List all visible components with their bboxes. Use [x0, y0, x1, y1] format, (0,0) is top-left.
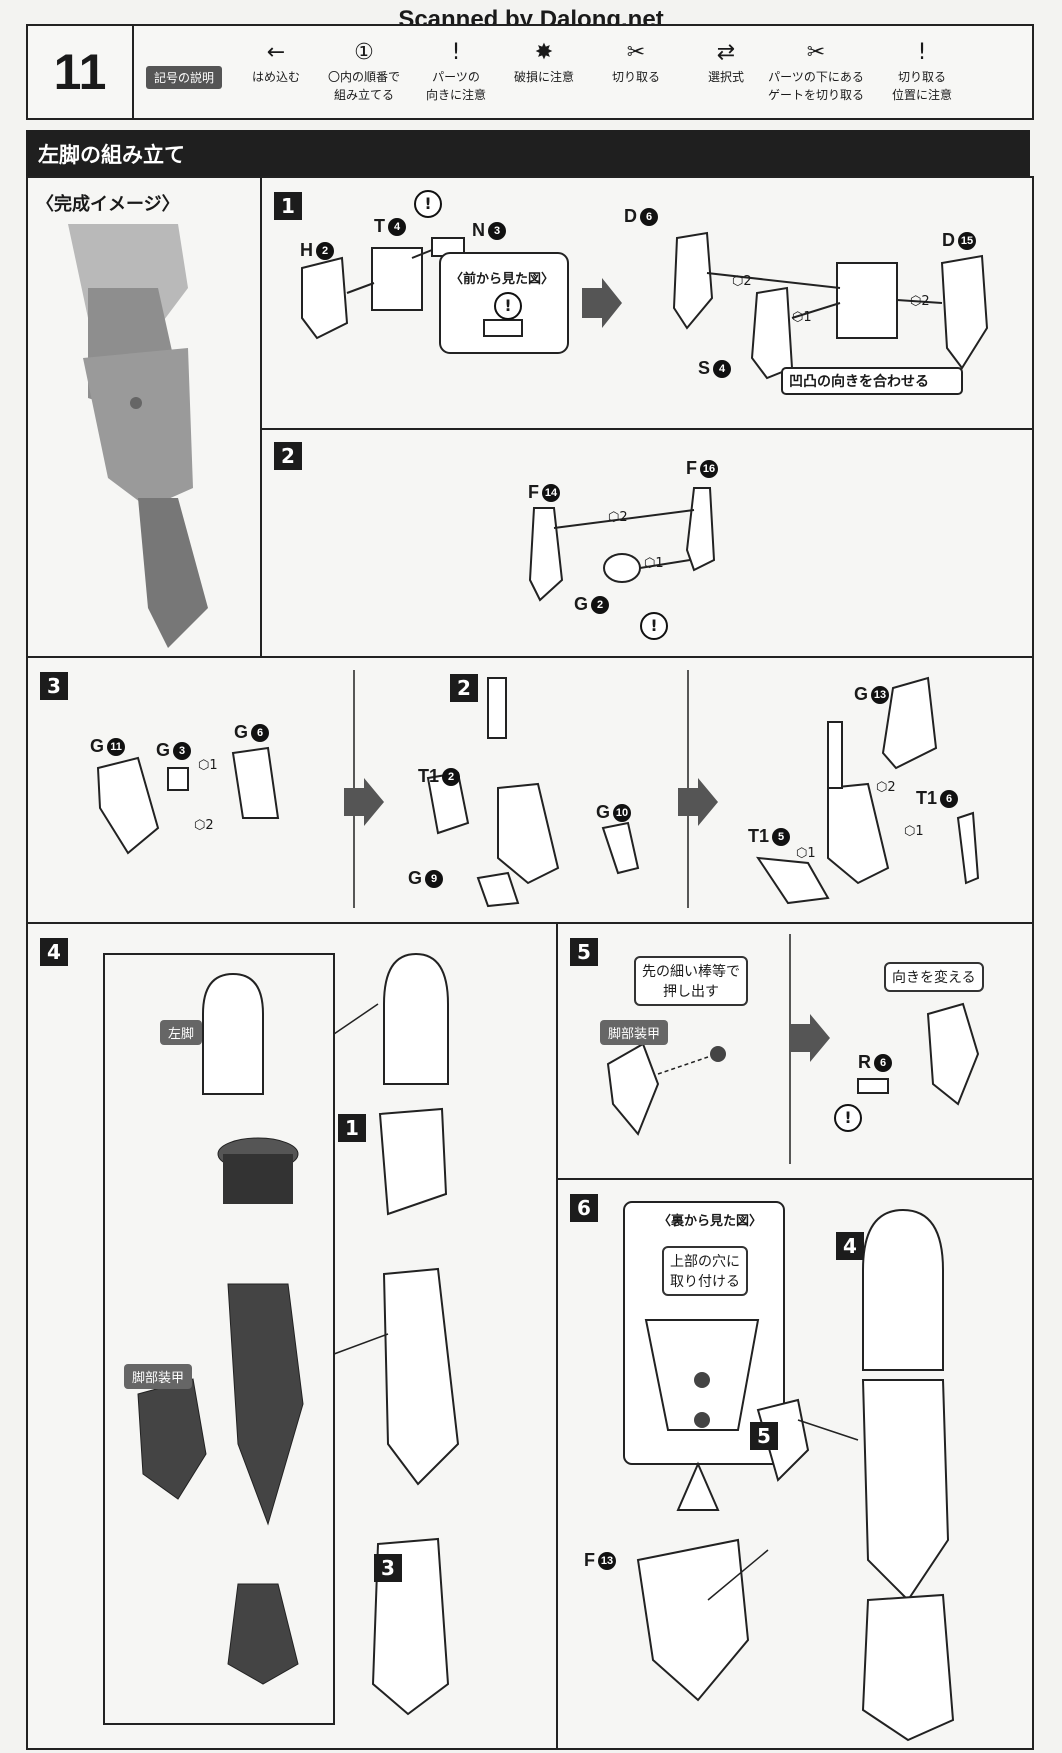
leg-armor-chip: 脚部装甲	[124, 1364, 193, 1389]
leg-armor-chip: 脚部装甲	[600, 1020, 669, 1045]
legend-symbol-cut-icon: ✂ 切り取る	[588, 38, 684, 86]
cut-icon: ✂	[626, 40, 646, 65]
subassembly-ref: 2	[450, 674, 478, 702]
completed-leg-illustration	[68, 224, 208, 648]
alignment-note: 凹凸の向きを合わせる	[789, 374, 929, 390]
insert-arrow-icon: ←	[266, 40, 286, 65]
step-6-diagram	[623, 1201, 955, 1742]
direction-caution-icon: !	[414, 190, 442, 218]
order-marker: ⬡1	[644, 556, 664, 571]
legend-symbol-selection-icon: ⇄ 選択式	[678, 38, 774, 86]
order-marker: ⬡2	[876, 780, 896, 795]
order-marker: ⬡2	[910, 294, 930, 309]
direction-caution-icon: !	[451, 40, 461, 65]
change-direction-note: 向きを変える	[884, 962, 984, 992]
section-title: 左脚の組み立て	[38, 143, 185, 167]
step-5-number: 5	[570, 938, 598, 966]
direction-caution-icon: !	[640, 612, 668, 640]
push-out-tip: 先の細い棒等で 押し出す	[634, 956, 748, 1006]
back-view-label: 〈裏から見た図〉	[658, 1214, 763, 1229]
front-view-label: 〈前から見た図〉	[450, 272, 555, 287]
legend-symbol-label: はめ込む	[251, 70, 300, 84]
legend-symbol-damage-caution-icon: ✸ 破損に注意	[496, 38, 592, 86]
cut-position-icon: !	[917, 40, 927, 65]
legend-symbol-label: パーツの 向きに注意	[425, 70, 486, 102]
legend-symbol-label: 選択式	[707, 70, 744, 84]
order-marker: ⬡2	[194, 818, 214, 833]
section-title-bar: 左脚の組み立て	[26, 130, 1030, 176]
step-4-panel: 4 左脚 脚部装甲 1 3	[26, 922, 560, 1750]
order-marker: ⬡1	[792, 310, 812, 325]
direction-caution-icon: !	[834, 1104, 862, 1132]
order-marker: ⬡1	[198, 758, 218, 773]
step-5-diagram	[606, 934, 980, 1164]
legend-symbol-direction-caution-icon: ! パーツの 向きに注意	[408, 38, 504, 104]
order-marker: ⬡1	[904, 824, 924, 839]
step-1-number: 1	[274, 192, 302, 220]
legend-symbol-label: 破損に注意	[513, 70, 574, 84]
step-number: 11	[28, 26, 134, 118]
selection-icon: ⇄	[716, 40, 736, 65]
order-circle-icon: ①	[354, 40, 374, 65]
assembly-ref-5: 5	[750, 1422, 778, 1450]
step-2-number: 2	[274, 442, 302, 470]
order-marker: ⬡2	[608, 510, 628, 525]
legend-symbol-label: 切り取る 位置に注意	[891, 70, 952, 102]
legend-symbol-order-circle-icon: ① 〇内の順番で 組み立てる	[316, 38, 412, 104]
step-3-number: 3	[40, 672, 68, 700]
completed-image-panel: 〈完成イメージ〉	[26, 176, 264, 660]
assembly-ref-4: 4	[836, 1232, 864, 1260]
symbol-legend: 11 記号の説明 ← はめ込む ① 〇内の順番で 組み立てる! パーツの 向きに注意 ✸ 破…	[26, 24, 1034, 120]
front-view-caution-icon: !	[494, 292, 522, 320]
left-leg-chip: 左脚	[160, 1020, 203, 1045]
step-6-number: 6	[570, 1194, 598, 1222]
damage-caution-icon: ✸	[534, 40, 554, 65]
order-marker: ⬡1	[796, 846, 816, 861]
step-2-diagram	[528, 487, 716, 602]
legend-badge: 記号の説明	[146, 66, 223, 89]
legend-symbol-gate-cut-icon: ✂ パーツの下にある ゲートを切り取る	[768, 38, 864, 104]
attach-hole-note: 上部の穴に 取り付ける	[662, 1246, 748, 1296]
legend-symbol-label: 〇内の順番で 組み立てる	[327, 70, 400, 102]
completed-label: 〈完成イメージ〉	[36, 194, 180, 214]
legend-symbol-cut-position-icon: ! 切り取る 位置に注意	[874, 38, 970, 104]
step-4-diagram	[103, 952, 460, 1725]
legend-symbol-label: パーツの下にある ゲートを切り取る	[768, 70, 865, 102]
legend-symbol-insert-arrow-icon: ← はめ込む	[228, 38, 324, 86]
gate-cut-icon: ✂	[806, 40, 826, 65]
legend-symbol-label: 切り取る	[611, 70, 660, 84]
assembly-ref-1: 1	[338, 1114, 366, 1142]
step-3-diagram	[96, 670, 980, 908]
order-marker: ⬡2	[732, 274, 752, 289]
assembly-ref-3: 3	[374, 1554, 402, 1582]
step-4-number: 4	[40, 938, 68, 966]
